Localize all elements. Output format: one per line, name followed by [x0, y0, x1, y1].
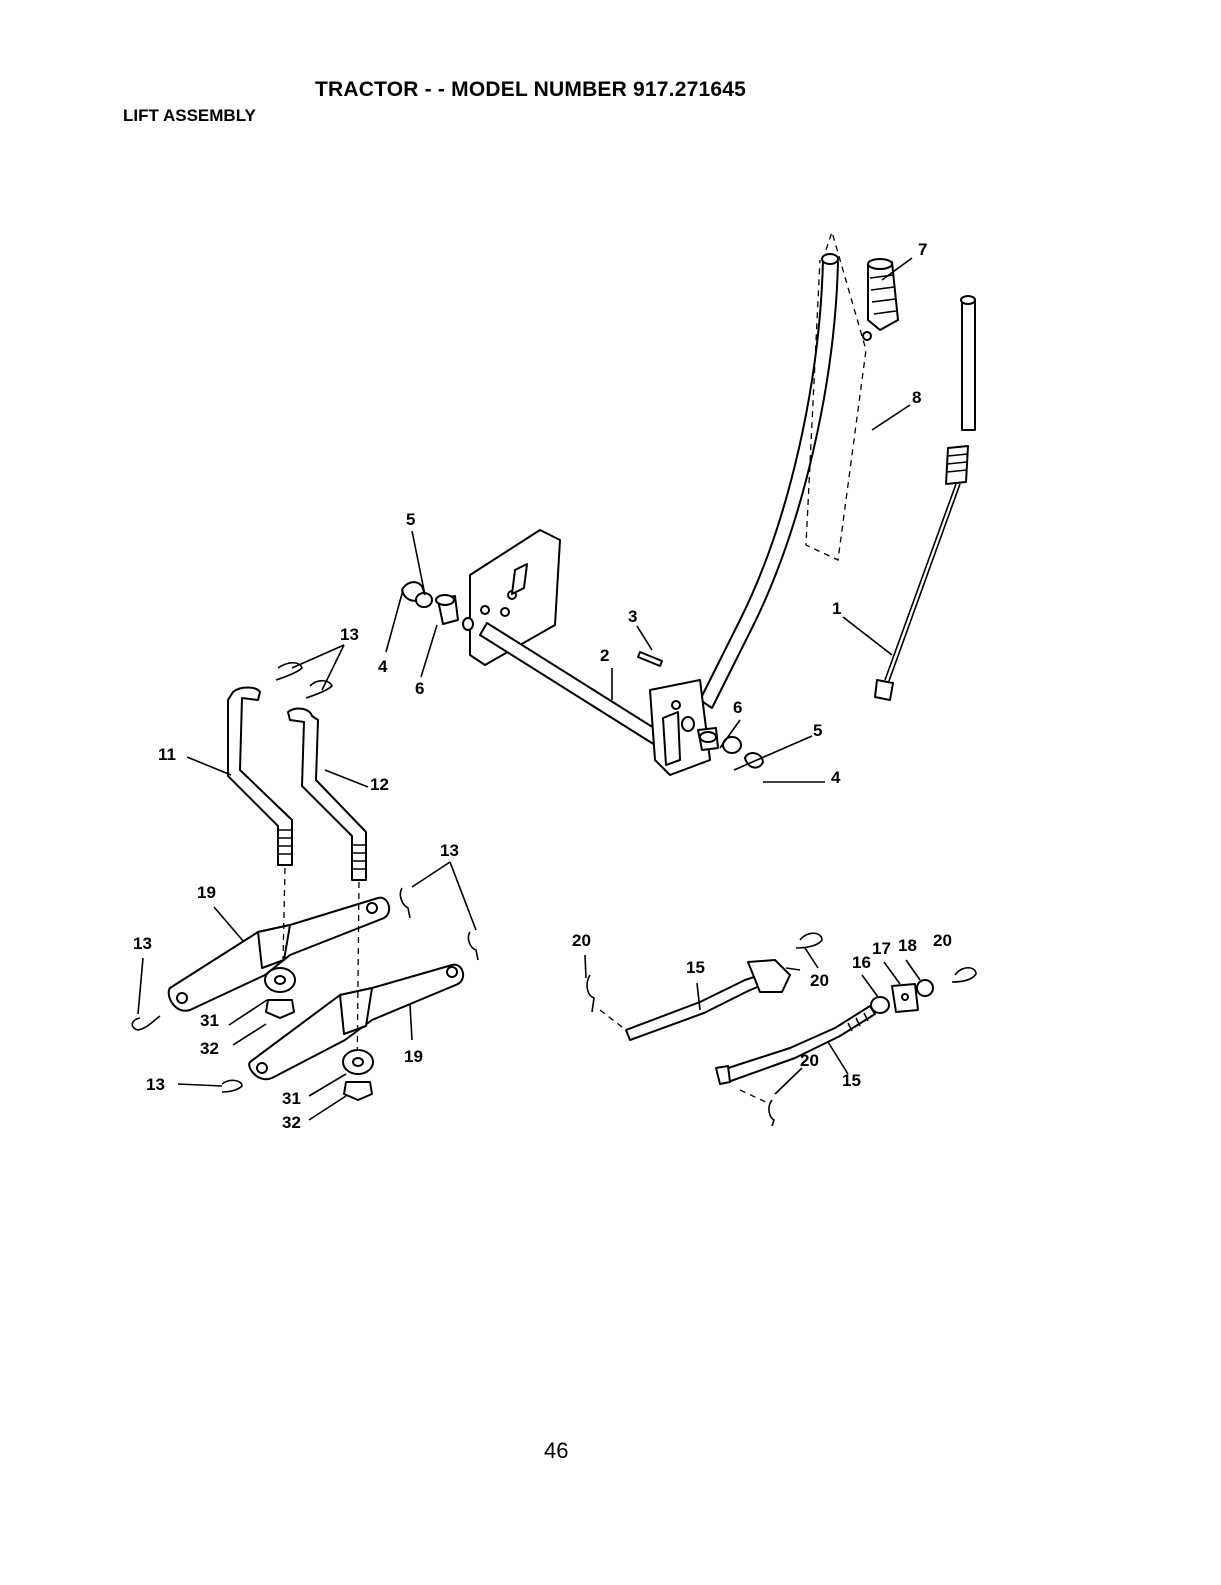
callout-18: 18: [898, 936, 917, 955]
lift-handle: [700, 232, 866, 708]
nut-set-lower: [343, 1050, 373, 1100]
adjuster-parts: [871, 980, 933, 1013]
callout-13-left: 13: [133, 934, 152, 953]
pin: [638, 652, 662, 666]
callout-13-bottom: 13: [146, 1075, 165, 1094]
release-rod: [875, 296, 975, 700]
left-bushing-set: [402, 582, 473, 630]
callout-20-left: 20: [572, 931, 591, 950]
callout-17: 17: [872, 939, 891, 958]
callout-6-left: 6: [415, 679, 424, 698]
callout-13-top: 13: [340, 625, 359, 644]
callout-20-right: 20: [933, 931, 952, 950]
lift-link-12: [288, 709, 366, 880]
callout-31-lower: 31: [282, 1089, 301, 1108]
callout-32-lower: 32: [282, 1113, 301, 1132]
callout-15-lower: 15: [842, 1071, 861, 1090]
callout-labels: 7 8 1 5 3 2 4 6 13 11 12 6 5 4 13 19 13 …: [133, 240, 952, 1132]
callout-19-lower: 19: [404, 1047, 423, 1066]
callout-5-left: 5: [406, 510, 415, 529]
nut-set-upper: [265, 968, 295, 1018]
callout-7: 7: [918, 240, 927, 259]
callout-8: 8: [912, 388, 921, 407]
callout-16: 16: [852, 953, 871, 972]
lift-shaft: [470, 530, 710, 775]
callout-11: 11: [158, 745, 176, 764]
callout-6-right: 6: [733, 698, 742, 717]
lift-link-11: [228, 688, 292, 866]
callout-1: 1: [832, 599, 841, 618]
callout-4-left: 4: [378, 657, 388, 676]
callout-15-upper: 15: [686, 958, 705, 977]
callout-3: 3: [628, 607, 637, 626]
callout-31-upper: 31: [200, 1011, 219, 1030]
callout-5-right: 5: [813, 721, 822, 740]
callout-13-mid: 13: [440, 841, 459, 860]
callout-2: 2: [600, 646, 609, 665]
callout-4-right: 4: [831, 768, 841, 787]
hairpin-clips-top: [276, 663, 332, 698]
callout-12: 12: [370, 775, 389, 794]
page-number: 46: [544, 1438, 568, 1464]
callout-20-mid: 20: [810, 971, 829, 990]
callout-20-bottom: 20: [800, 1051, 819, 1070]
callout-32-upper: 32: [200, 1039, 219, 1058]
callout-19-upper: 19: [197, 883, 216, 902]
